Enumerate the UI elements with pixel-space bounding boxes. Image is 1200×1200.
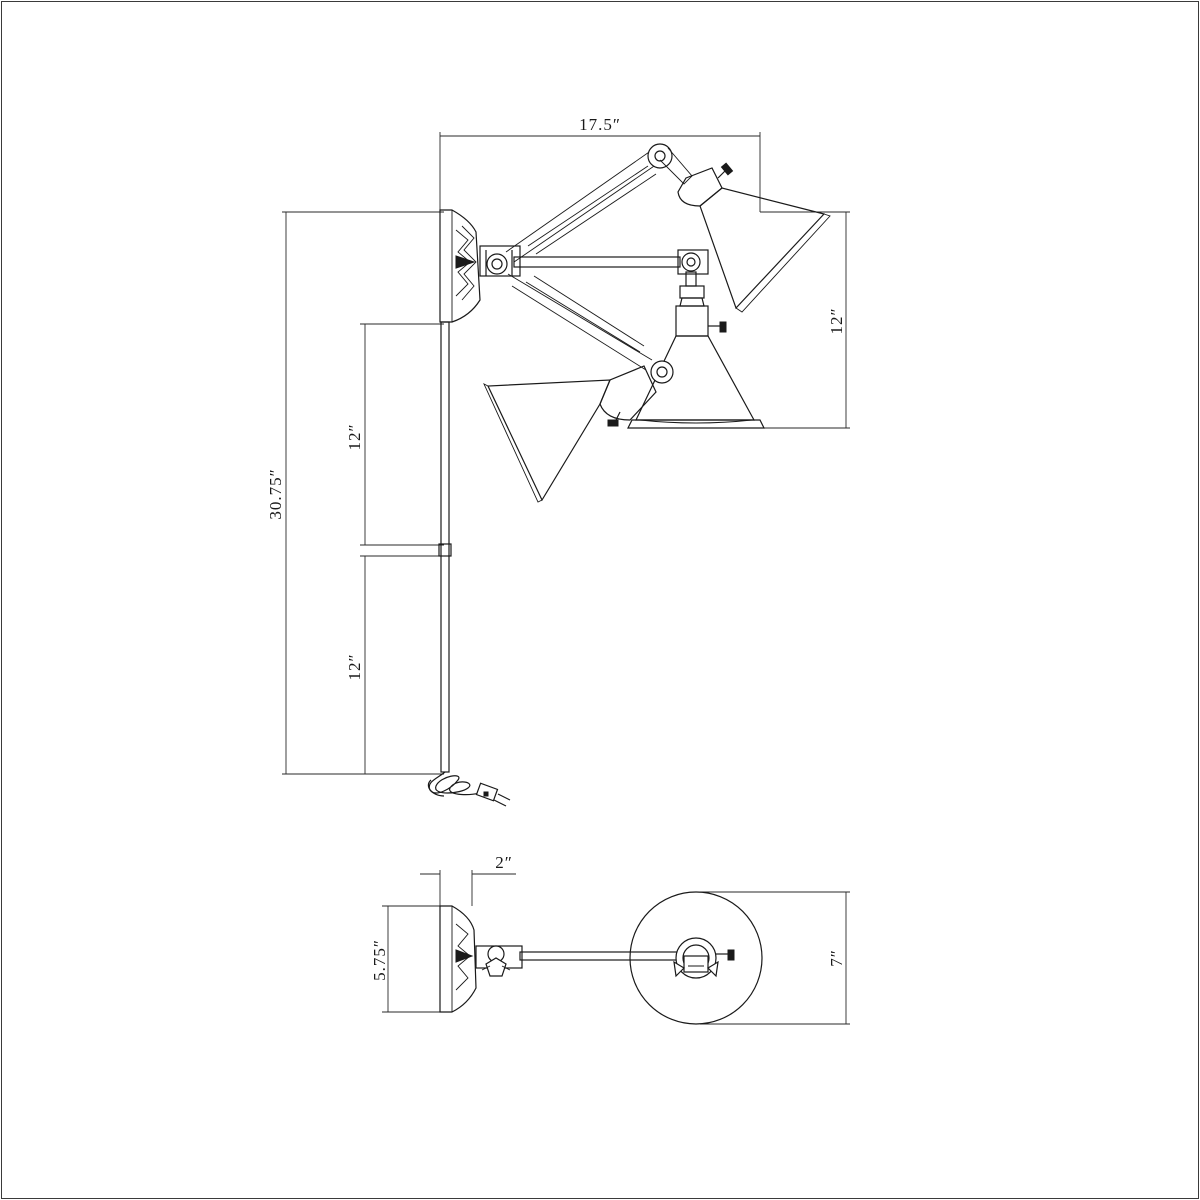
shade-raised [677, 162, 831, 313]
dimension-rod-lower: 12″ [345, 555, 444, 774]
dimension-depth-backplate: 2″ [420, 853, 516, 906]
dimension-label-backplate-height: 5.75″ [370, 939, 389, 981]
arm-lowered [507, 273, 674, 384]
swivel-knob-top [475, 945, 523, 977]
dimension-backplate-height: 5.75″ [370, 905, 444, 1013]
dimension-rod-upper: 12″ [345, 323, 444, 546]
dimension-label-depth-backplate: 2″ [495, 853, 513, 872]
dimension-shade-diameter: 7″ [700, 891, 850, 1025]
swivel-joint-base [479, 245, 521, 277]
dimension-label-width-top: 17.5″ [579, 115, 621, 134]
dimension-shade-drop: 12″ [760, 211, 850, 429]
arm-horizontal [513, 249, 709, 287]
dimension-label-height-total: 30.75″ [266, 468, 285, 519]
arm-top [519, 951, 683, 961]
shade-lowered [483, 365, 657, 503]
dimension-label-rod-upper: 12″ [345, 423, 364, 450]
backplate-top [439, 905, 477, 1013]
front-elevation: 17.5″ 30.75″ 12″ 12″ [266, 115, 850, 807]
backplate-front [439, 209, 481, 323]
wall-rod [438, 321, 452, 773]
top-view: 2″ 5.75″ 7″ [370, 853, 850, 1025]
dimension-label-shade-diameter: 7″ [827, 949, 846, 967]
arm-raised [505, 143, 693, 263]
dimension-width-top: 17.5″ [439, 115, 761, 212]
dimension-height-total: 30.75″ [266, 211, 444, 775]
dimension-label-shade-drop: 12″ [827, 307, 846, 334]
shade-disc-top [629, 891, 763, 1025]
cord-and-plug [427, 771, 511, 807]
dimension-label-rod-lower: 12″ [345, 653, 364, 680]
shade-main [627, 285, 765, 429]
